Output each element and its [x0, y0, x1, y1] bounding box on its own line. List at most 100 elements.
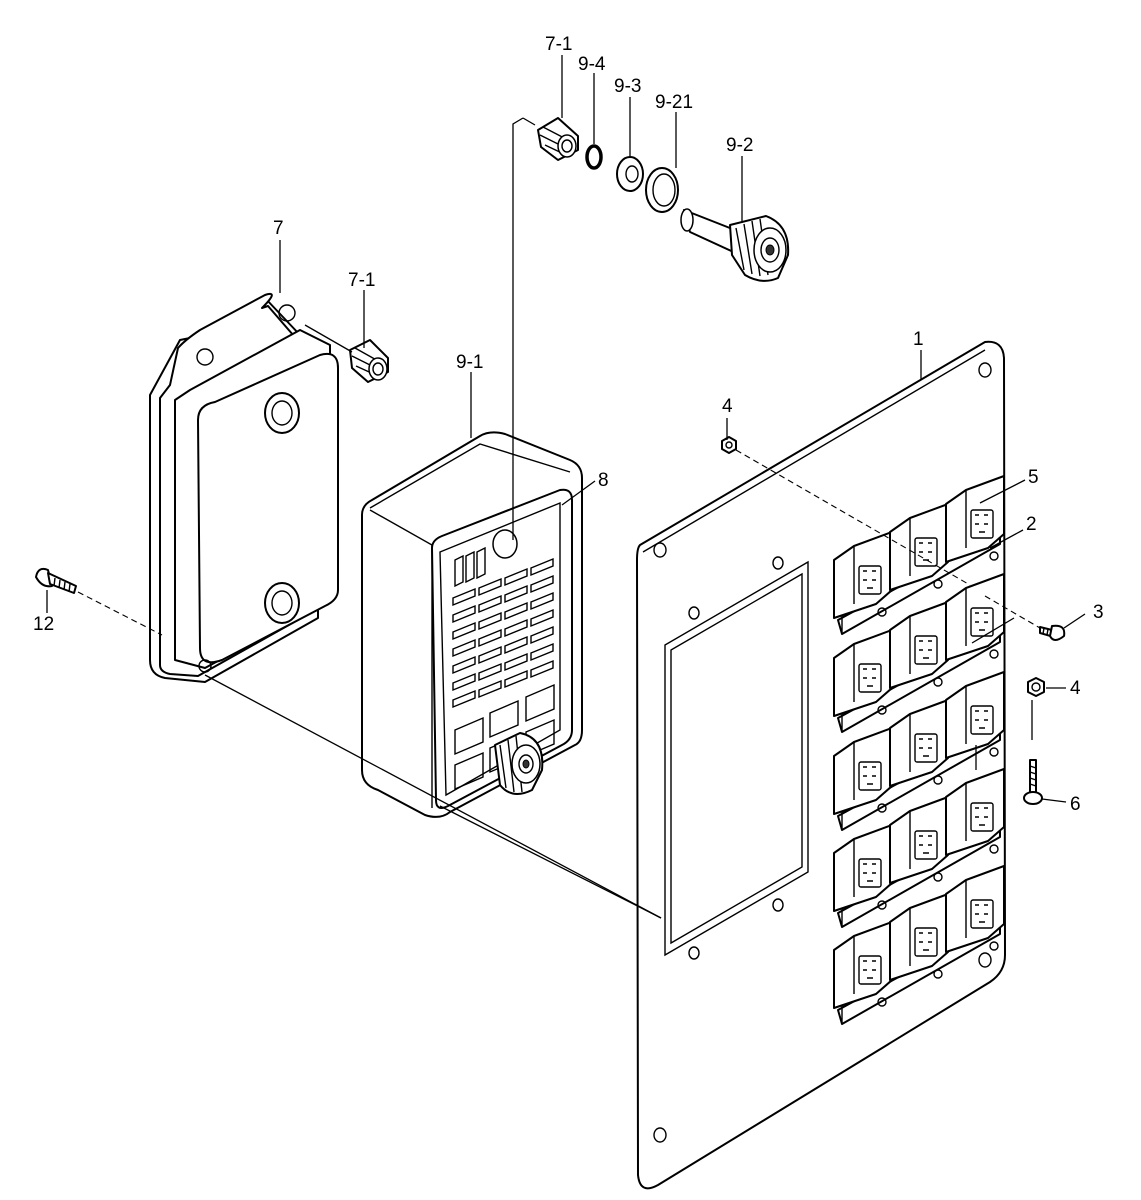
fuse-slot: [478, 611, 502, 631]
fuse-slot: [504, 618, 528, 638]
fuse-slot: [530, 659, 554, 679]
relay-pins: [919, 835, 932, 854]
relay-slot: [454, 751, 484, 791]
nut-4-lower: [1027, 677, 1045, 697]
screw-6: [1023, 759, 1043, 805]
relay-pins: [975, 807, 988, 826]
fuse-slot: [504, 567, 528, 587]
callout-3: 3: [1093, 602, 1104, 623]
fuse-slot: [452, 621, 476, 641]
flat-washer: [616, 156, 644, 192]
relay-pins: [919, 640, 932, 659]
callout-9-2: 9-2: [726, 135, 753, 156]
callout-labels: 1 2 3 4 4 5 6 7 7-1 7-1 8 9-1 9-2 9-3 9-…: [33, 34, 1104, 815]
relay-face: [914, 733, 938, 763]
fuse-slot: [504, 635, 528, 655]
fuse-tall: [476, 546, 486, 580]
relay-face: [914, 635, 938, 665]
fuse-slot: [478, 628, 502, 648]
relay-hole: [877, 997, 887, 1007]
relay-face: [970, 705, 994, 735]
fuse-slot: [452, 638, 476, 658]
fuse-slot: [530, 608, 554, 628]
relay-hole: [933, 677, 943, 687]
callout-7-1-lower: 7-1: [348, 270, 375, 291]
callout-7-1-upper: 7-1: [545, 34, 572, 55]
grommet-upper: [537, 117, 579, 161]
nut-4-upper: [721, 436, 737, 454]
fuse-slot: [452, 604, 476, 624]
relay-pins: [919, 932, 932, 951]
fuse-slot: [478, 577, 502, 597]
relay-face: [970, 899, 994, 929]
relay-face: [858, 663, 882, 693]
seal-ring: [645, 167, 679, 213]
relay-slot: [489, 699, 519, 739]
fuse-slot: [452, 587, 476, 607]
fuse-slot: [478, 645, 502, 665]
relay-hole: [989, 649, 999, 659]
relay-face: [970, 509, 994, 539]
callout-4-lower: 4: [1070, 678, 1081, 699]
grommet-lower: [349, 339, 389, 383]
fuse-slot: [452, 672, 476, 692]
relay-hole: [877, 705, 887, 715]
relay-pins: [863, 960, 876, 979]
relay-face: [914, 537, 938, 567]
relay-hole: [989, 941, 999, 951]
relay-pins: [863, 863, 876, 882]
callout-2: 2: [1026, 514, 1037, 535]
callout-9-21: 9-21: [655, 92, 693, 113]
fuse-slot: [530, 574, 554, 594]
cover: [149, 292, 339, 683]
callout-9-3: 9-3: [614, 76, 641, 97]
relay-face: [914, 830, 938, 860]
callout-7: 7: [273, 218, 284, 239]
relay-hole: [989, 844, 999, 854]
fuse-slot: [452, 689, 476, 709]
fuse-box-knob: [494, 732, 544, 795]
relay-hole: [933, 775, 943, 785]
fuse-tall: [465, 550, 475, 584]
relay-face: [858, 955, 882, 985]
fuse-slot: [530, 642, 554, 662]
screw-12: [35, 567, 77, 594]
relay-pins: [975, 710, 988, 729]
relay-hole: [933, 872, 943, 882]
callout-4-upper: 4: [722, 396, 733, 417]
relay-hole: [989, 747, 999, 757]
relay-face: [858, 858, 882, 888]
o-ring: [585, 144, 603, 170]
relay-bank: [833, 475, 1005, 1025]
fuse-tall: [454, 554, 464, 588]
relay-pins: [975, 514, 988, 533]
callout-6: 6: [1070, 794, 1081, 815]
fuse-slot: [504, 601, 528, 621]
callout-9-4: 9-4: [578, 54, 606, 75]
relay-pins: [919, 542, 932, 561]
callout-5: 5: [1028, 467, 1039, 488]
relay-slot: [525, 683, 555, 723]
relay-pins: [863, 668, 876, 687]
relay-pins: [975, 904, 988, 923]
callout-8: 8: [598, 470, 609, 491]
callout-12: 12: [33, 614, 54, 635]
relay-hole: [877, 803, 887, 813]
callout-1: 1: [913, 329, 924, 350]
knob: [680, 208, 790, 282]
relay-pins: [975, 612, 988, 631]
relay-hole: [989, 551, 999, 561]
relay-pins: [919, 738, 932, 757]
fuse-slot: [504, 669, 528, 689]
fuse-slot: [478, 594, 502, 614]
fuse-slot: [530, 557, 554, 577]
relay-hole: [877, 607, 887, 617]
leader-lines: [46, 55, 1086, 919]
relay-pins: [863, 570, 876, 589]
callout-9-1: 9-1: [456, 352, 483, 373]
relay-hole: [933, 579, 943, 589]
relay-face: [970, 607, 994, 637]
fuse-slot: [504, 652, 528, 672]
fuse-slot: [478, 662, 502, 682]
fuse-slot: [530, 591, 554, 611]
